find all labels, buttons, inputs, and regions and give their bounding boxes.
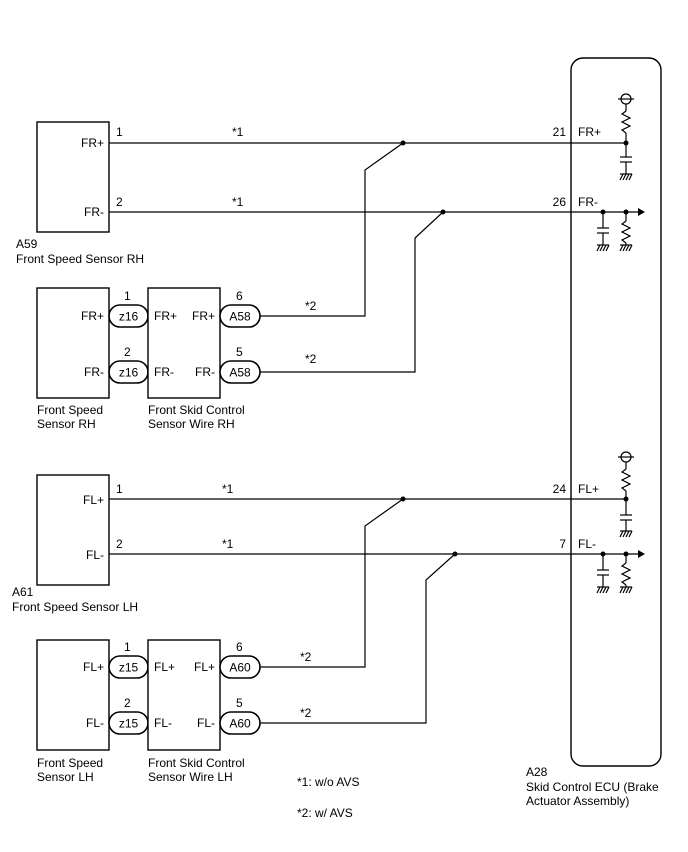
- lh-z-connector-2-label: z15: [119, 717, 139, 731]
- rh-avs-note-2: *2: [305, 352, 317, 366]
- lh-ecu-minus-circuit: [571, 550, 645, 594]
- rh-avs-wire-plus: [260, 142, 404, 317]
- rh-a-pin-5: 5: [236, 345, 243, 359]
- lh-avs-note-2: *2: [300, 706, 312, 720]
- rh-avs-note-1: *2: [305, 299, 317, 313]
- lh-a-pin-5: 5: [236, 696, 243, 710]
- lh-z-pin-1: 1: [124, 640, 131, 654]
- rh-avs-sensor-label-1: Front Speed: [37, 403, 103, 417]
- lh-section: FL+ FL- 1 2 *1 *1 A61 Front Speed Sensor…: [12, 451, 645, 784]
- rh-wire-label-1: Front Skid Control: [148, 403, 245, 417]
- rh-sensor-name: Front Speed Sensor RH: [16, 252, 144, 266]
- rh-wire-out-minus: FR-: [195, 365, 215, 379]
- rh-avs-sensor-box: [36, 287, 110, 399]
- lh-a-pin-6: 6: [236, 640, 243, 654]
- rh-wire-note-1: *1: [232, 125, 244, 139]
- lh-avs-term-plus: FL+: [83, 660, 104, 674]
- rh-pin-1: 1: [116, 125, 123, 139]
- lh-avs-term-minus: FL-: [86, 716, 104, 730]
- lh-pin-1: 1: [116, 482, 123, 496]
- lh-avs-sensor-label-1: Front Speed: [37, 756, 103, 770]
- lh-signal-arrow-icon: [638, 550, 645, 558]
- lh-ecu-pullup-circuit: [571, 451, 634, 538]
- lh-wire-note-2: *1: [222, 537, 234, 551]
- lh-wire-note-1: *1: [222, 482, 234, 496]
- rh-wire-note-2: *1: [232, 195, 244, 209]
- lh-wire-out-plus: FL+: [194, 660, 215, 674]
- rh-a-pin-6: 6: [236, 289, 243, 303]
- lh-sensor-box: [36, 474, 110, 586]
- lh-minus-resistor-icon: [620, 562, 632, 586]
- lh-wire-in-minus: FL-: [154, 716, 172, 730]
- rh-ecu-pin-26: 26: [553, 195, 567, 209]
- ecu-name-line-2: Actuator Assembly): [526, 794, 629, 808]
- rh-ecu-pin-21: 21: [553, 125, 567, 139]
- rh-ecu-term-plus: FR+: [578, 125, 601, 139]
- rh-pullup-resistor-icon: [620, 110, 632, 134]
- note-w-o-avs: *1: w/o AVS: [297, 775, 359, 789]
- lh-a-connector-2-label: A60: [229, 717, 251, 731]
- lh-wire-out-minus: FL-: [197, 716, 215, 730]
- lh-ecu-pin-24: 24: [553, 482, 567, 496]
- rh-avs-term-plus: FR+: [81, 309, 104, 323]
- ecu-body: [570, 57, 662, 767]
- ecu-name-line-1: Skid Control ECU (Brake: [526, 780, 659, 794]
- lh-a-connector-1-label: A60: [229, 661, 251, 675]
- lh-avs-sensor-label-2: Sensor LH: [37, 770, 94, 784]
- rh-avs-sensor-label-2: Sensor RH: [37, 417, 96, 431]
- lh-wire-harness-box: [147, 639, 221, 751]
- rh-wire-harness-box: [147, 287, 221, 399]
- rh-sensor-term-plus: FR+: [81, 136, 104, 150]
- rh-ecu-minus-circuit: [571, 208, 645, 252]
- rh-z-connector-2-label: z16: [119, 366, 139, 380]
- rh-pin-2: 2: [116, 195, 123, 209]
- lh-wire-label-1: Front Skid Control: [148, 756, 245, 770]
- ecu-id: A28: [526, 765, 548, 779]
- lh-sensor-name: Front Speed Sensor LH: [12, 600, 138, 614]
- rh-avs-term-minus: FR-: [84, 365, 104, 379]
- rh-wire-in-plus: FR+: [154, 309, 177, 323]
- rh-wire-in-minus: FR-: [154, 365, 174, 379]
- rh-z-pin-2: 2: [124, 345, 131, 359]
- lh-z-connector-1-label: z15: [119, 661, 139, 675]
- rh-sensor-id: A59: [16, 237, 38, 251]
- rh-wire-label-2: Sensor Wire RH: [148, 417, 235, 431]
- lh-avs-wire-minus: [260, 553, 456, 724]
- lh-avs-wire-plus: [260, 498, 404, 668]
- rh-z-pin-1: 1: [124, 289, 131, 303]
- note-w-avs: *2: w/ AVS: [297, 806, 353, 820]
- lh-ecu-pin-7: 7: [559, 537, 566, 551]
- rh-a-connector-1-label: A58: [229, 310, 251, 324]
- rh-z-connector-1-label: z16: [119, 310, 139, 324]
- lh-pullup-resistor-icon: [620, 468, 632, 492]
- rh-ecu-term-minus: FR-: [578, 195, 598, 209]
- lh-avs-note-1: *2: [300, 650, 312, 664]
- rh-minus-resistor-icon: [620, 220, 632, 244]
- rh-wire-out-plus: FR+: [192, 309, 215, 323]
- lh-sensor-id: A61: [12, 585, 34, 599]
- rh-a-connector-2-label: A58: [229, 366, 251, 380]
- rh-section: FR+ FR- 1 2 *1 *1 A59 Front Speed Sensor…: [16, 93, 645, 431]
- lh-sensor-term-plus: FL+: [83, 493, 104, 507]
- rh-sensor-box: [36, 121, 110, 233]
- lh-avs-sensor-box: [36, 639, 110, 751]
- lh-z-pin-2: 2: [124, 696, 131, 710]
- lh-ecu-term-minus: FL-: [578, 537, 596, 551]
- lh-wire-label-2: Sensor Wire LH: [148, 770, 233, 784]
- lh-ecu-term-plus: FL+: [578, 482, 599, 496]
- lh-pin-2: 2: [116, 537, 123, 551]
- lh-wire-in-plus: FL+: [154, 660, 175, 674]
- rh-avs-wire-minus: [260, 211, 444, 373]
- lh-sensor-term-minus: FL-: [86, 548, 104, 562]
- rh-sensor-term-minus: FR-: [84, 205, 104, 219]
- rh-signal-arrow-icon: [638, 208, 645, 216]
- rh-ecu-pullup-circuit: [571, 93, 634, 181]
